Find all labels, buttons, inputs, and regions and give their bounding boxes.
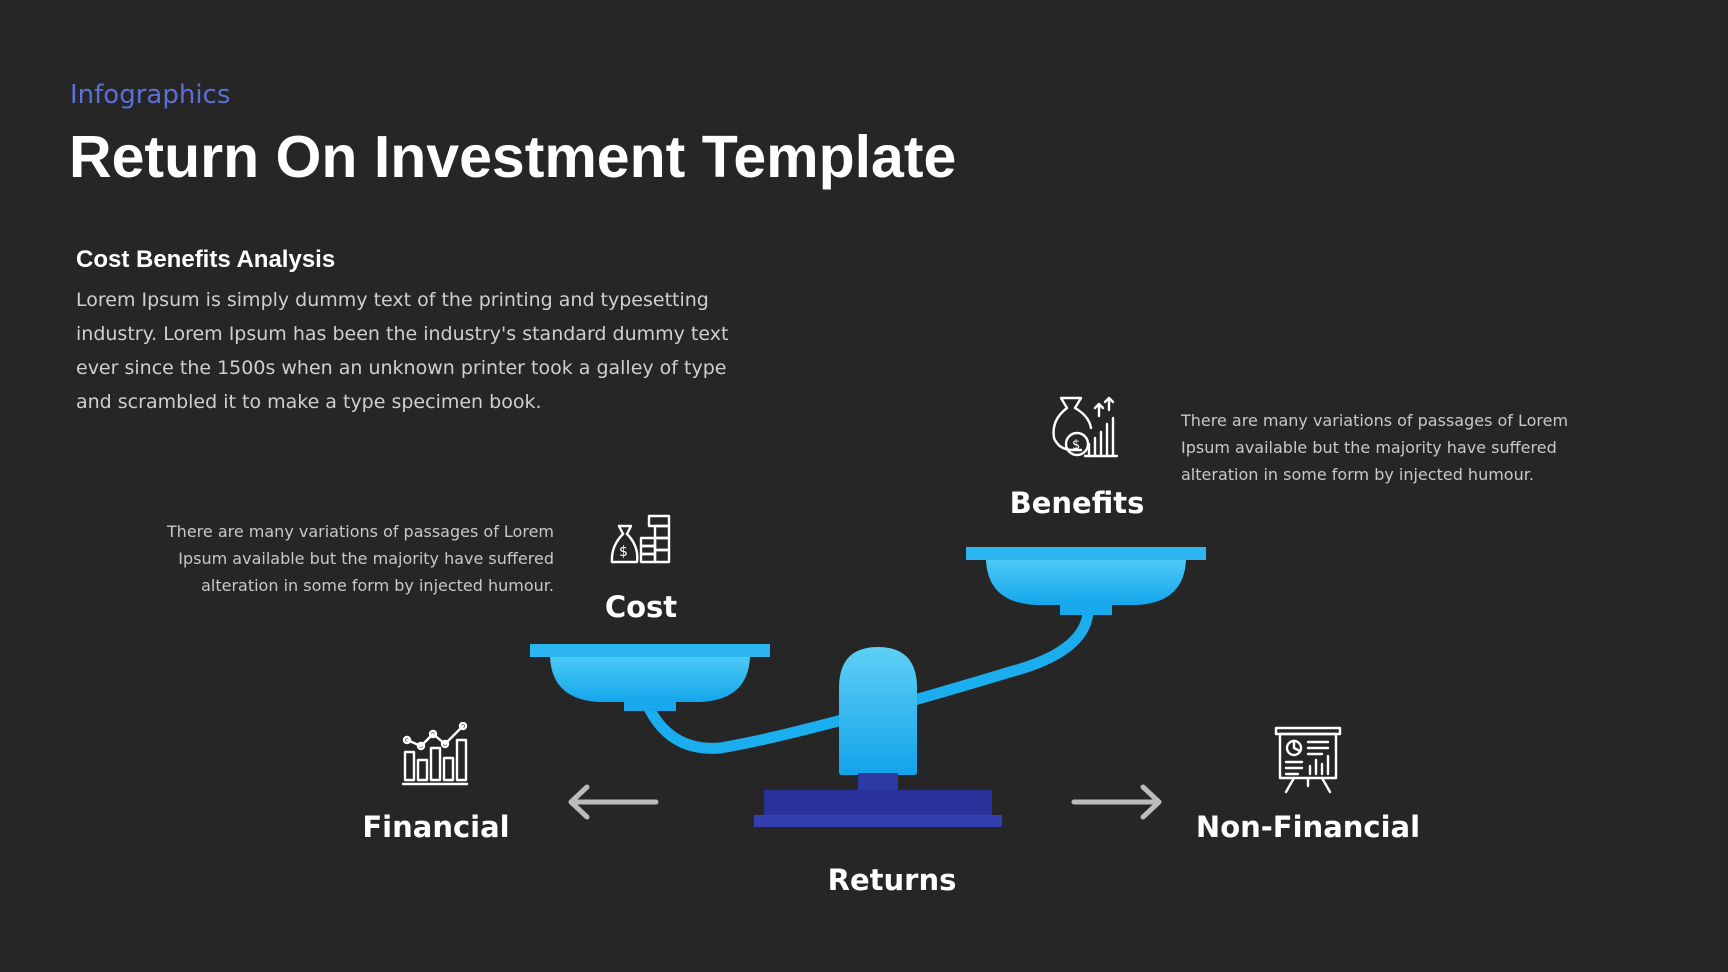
eyebrow-label: Infographics [70,80,231,110]
arrow-right-icon [1071,784,1162,820]
section-heading: Cost Benefits Analysis [76,246,336,273]
section-body: Lorem Ipsum is simply dummy text of the … [76,289,729,413]
benefits-pan [966,547,1206,615]
presentation-board-icon [1274,726,1342,794]
svg-text:$: $ [619,544,628,560]
cost-label: Cost [604,590,678,624]
bar-chart-trend-icon [401,722,469,788]
page-title: Return On Investment Template [69,124,957,190]
scale-base-bottom [754,815,1002,827]
arrow-left-icon [568,784,659,820]
scale-base-top [764,790,992,815]
money-bag-growth-icon: $ [1049,394,1121,460]
svg-text:$: $ [1072,438,1080,453]
non-financial-label: Non-Financial [1195,810,1421,844]
returns-label: Returns [827,863,957,897]
cost-note: There are many variations of passages of… [166,522,554,595]
money-bag-coins-icon: $ [609,510,673,572]
scale-neck [858,773,898,791]
financial-label: Financial [362,810,510,844]
scale-post [839,647,917,775]
cost-pan [530,644,770,711]
benefits-label: Benefits [1009,486,1145,520]
benefits-note: There are many variations of passages of… [1181,411,1569,484]
